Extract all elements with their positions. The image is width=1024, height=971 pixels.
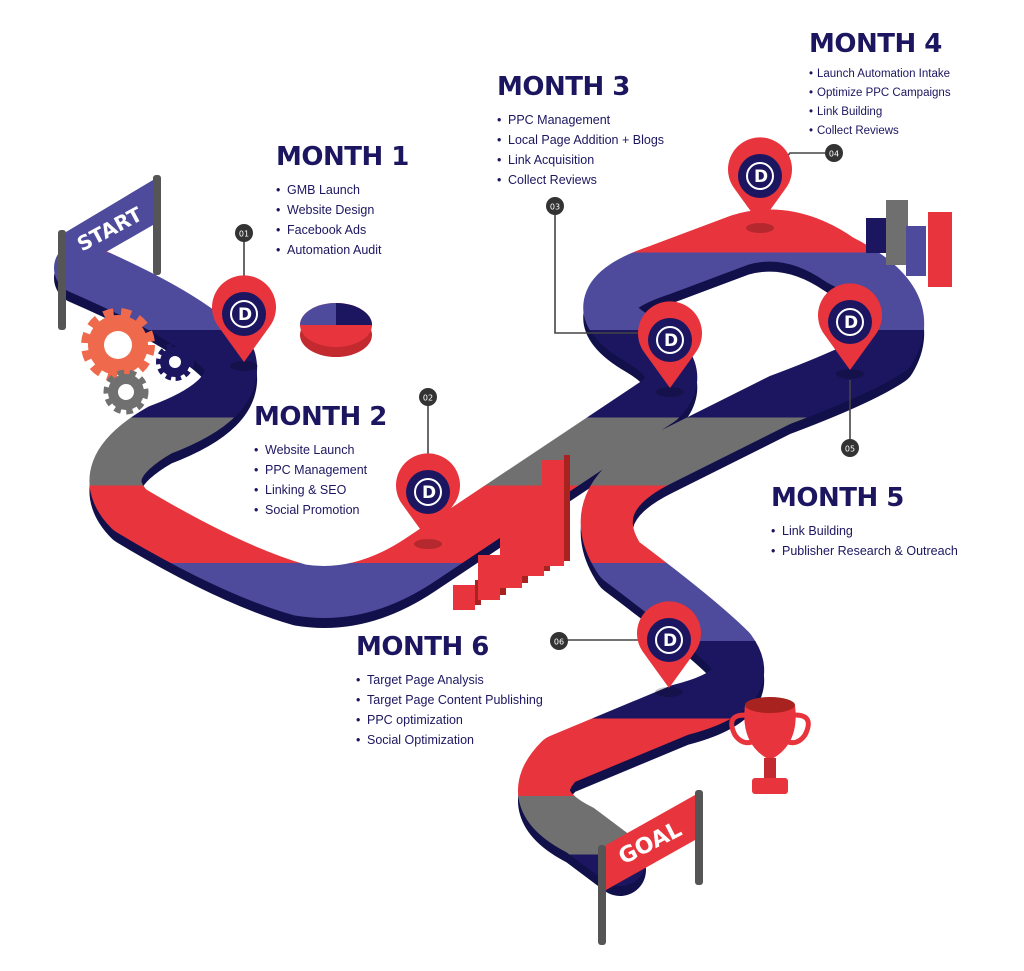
bar-chart-icon — [453, 455, 570, 610]
gear-icon — [156, 343, 194, 381]
marker-02: 02 — [419, 388, 437, 406]
month-2-title: MONTH 2 — [254, 402, 387, 432]
list-item: •Optimize PPC Campaigns — [809, 87, 951, 99]
month-5-title: MONTH 5 — [771, 483, 904, 513]
svg-text:02: 02 — [423, 394, 433, 403]
pin-logo-letter: D — [664, 331, 678, 351]
svg-text:03: 03 — [550, 203, 560, 212]
start-banner — [66, 180, 153, 275]
list-item: •Automation Audit — [276, 243, 382, 257]
month-3-block: MONTH 3 •PPC Management •Local Page Addi… — [497, 74, 664, 190]
gear-icon — [81, 308, 155, 382]
start-pole-left — [58, 230, 66, 330]
list-item: •Link Building — [809, 106, 883, 118]
month-2-list: •Website Launch •PPC Management •Linking… — [254, 440, 387, 520]
month-4-title: MONTH 4 — [809, 29, 942, 59]
pin-logo-letter: D — [422, 483, 436, 503]
month-2-block: MONTH 2 •Website Launch •PPC Management … — [254, 404, 387, 520]
month-4-block: MONTH 4 •Launch Automation Intake •Optim… — [809, 31, 951, 141]
svg-text:01: 01 — [239, 230, 249, 239]
list-item: •Facebook Ads — [276, 223, 367, 237]
marker-06: 06 — [550, 632, 568, 650]
map-pin-icon: D — [818, 283, 882, 379]
map-pin-icon: D — [396, 453, 460, 549]
marker-03: 03 — [546, 197, 564, 215]
map-pin-icon: D — [727, 137, 792, 233]
month-6-block: MONTH 6 •Target Page Analysis •Target Pa… — [356, 634, 543, 750]
goal-banner — [606, 795, 695, 890]
bar-chart-icon — [866, 200, 952, 287]
list-item: •GMB Launch — [276, 183, 360, 197]
pin-logo-letter: D — [754, 167, 768, 187]
list-item: •Target Page Analysis — [356, 673, 484, 687]
month-6-list: •Target Page Analysis •Target Page Conte… — [356, 670, 543, 750]
month-3-list: •PPC Management •Local Page Addition + B… — [497, 110, 664, 190]
pie-chart-icon — [300, 303, 372, 357]
trophy-icon — [729, 697, 811, 794]
month-5-block: MONTH 5 •Link Building •Publisher Resear… — [771, 485, 958, 561]
road — [54, 209, 925, 896]
list-item: •Social Optimization — [356, 733, 474, 747]
list-item: •Collect Reviews — [809, 125, 899, 137]
marker-01: 01 — [235, 224, 253, 242]
marker-04: 04 — [825, 144, 843, 162]
svg-text:05: 05 — [845, 445, 855, 454]
list-item: •Website Launch — [254, 443, 355, 457]
month-3-title: MONTH 3 — [497, 72, 630, 102]
goal-pole-right — [695, 790, 703, 885]
list-item: •Linking & SEO — [254, 483, 347, 497]
list-item: •Target Page Content Publishing — [356, 693, 543, 707]
month-4-list: •Launch Automation Intake •Optimize PPC … — [809, 65, 951, 141]
map-pin-icon: D — [637, 301, 702, 397]
map-pins: D D D D D D — [212, 137, 882, 697]
marker-05: 05 — [841, 439, 859, 457]
pin-logo-letter: D — [663, 631, 677, 651]
svg-text:04: 04 — [829, 150, 839, 159]
map-pin-icon: D — [637, 601, 702, 697]
list-item: •Website Design — [276, 203, 375, 217]
pin-logo-letter: D — [844, 313, 858, 333]
month-5-list: •Link Building •Publisher Research & Out… — [771, 521, 958, 561]
list-item: •Publisher Research & Outreach — [771, 544, 958, 558]
list-item: •Launch Automation Intake — [809, 68, 950, 80]
list-item: •Link Acquisition — [497, 153, 595, 167]
map-pin-icon: D — [212, 275, 276, 371]
list-item: •Social Promotion — [254, 503, 360, 517]
list-item: •Link Building — [771, 524, 853, 538]
month-1-block: MONTH 1 •GMB Launch •Website Design •Fac… — [276, 144, 409, 260]
list-item: •Collect Reviews — [497, 173, 597, 187]
svg-text:06: 06 — [554, 638, 564, 647]
start-pole-right — [153, 175, 161, 275]
list-item: •PPC Management — [254, 463, 368, 477]
month-6-title: MONTH 6 — [356, 632, 489, 662]
road-surface — [54, 209, 925, 886]
month-1-title: MONTH 1 — [276, 142, 409, 172]
list-item: •PPC optimization — [356, 713, 463, 727]
goal-sign: GOAL — [598, 790, 703, 945]
goal-pole-left — [598, 845, 606, 945]
list-item: •Local Page Addition + Blogs — [497, 133, 665, 147]
list-item: •PPC Management — [497, 113, 611, 127]
pin-logo-letter: D — [238, 305, 252, 325]
gear-icon — [103, 369, 149, 415]
month-1-list: •GMB Launch •Website Design •Facebook Ad… — [276, 180, 409, 260]
